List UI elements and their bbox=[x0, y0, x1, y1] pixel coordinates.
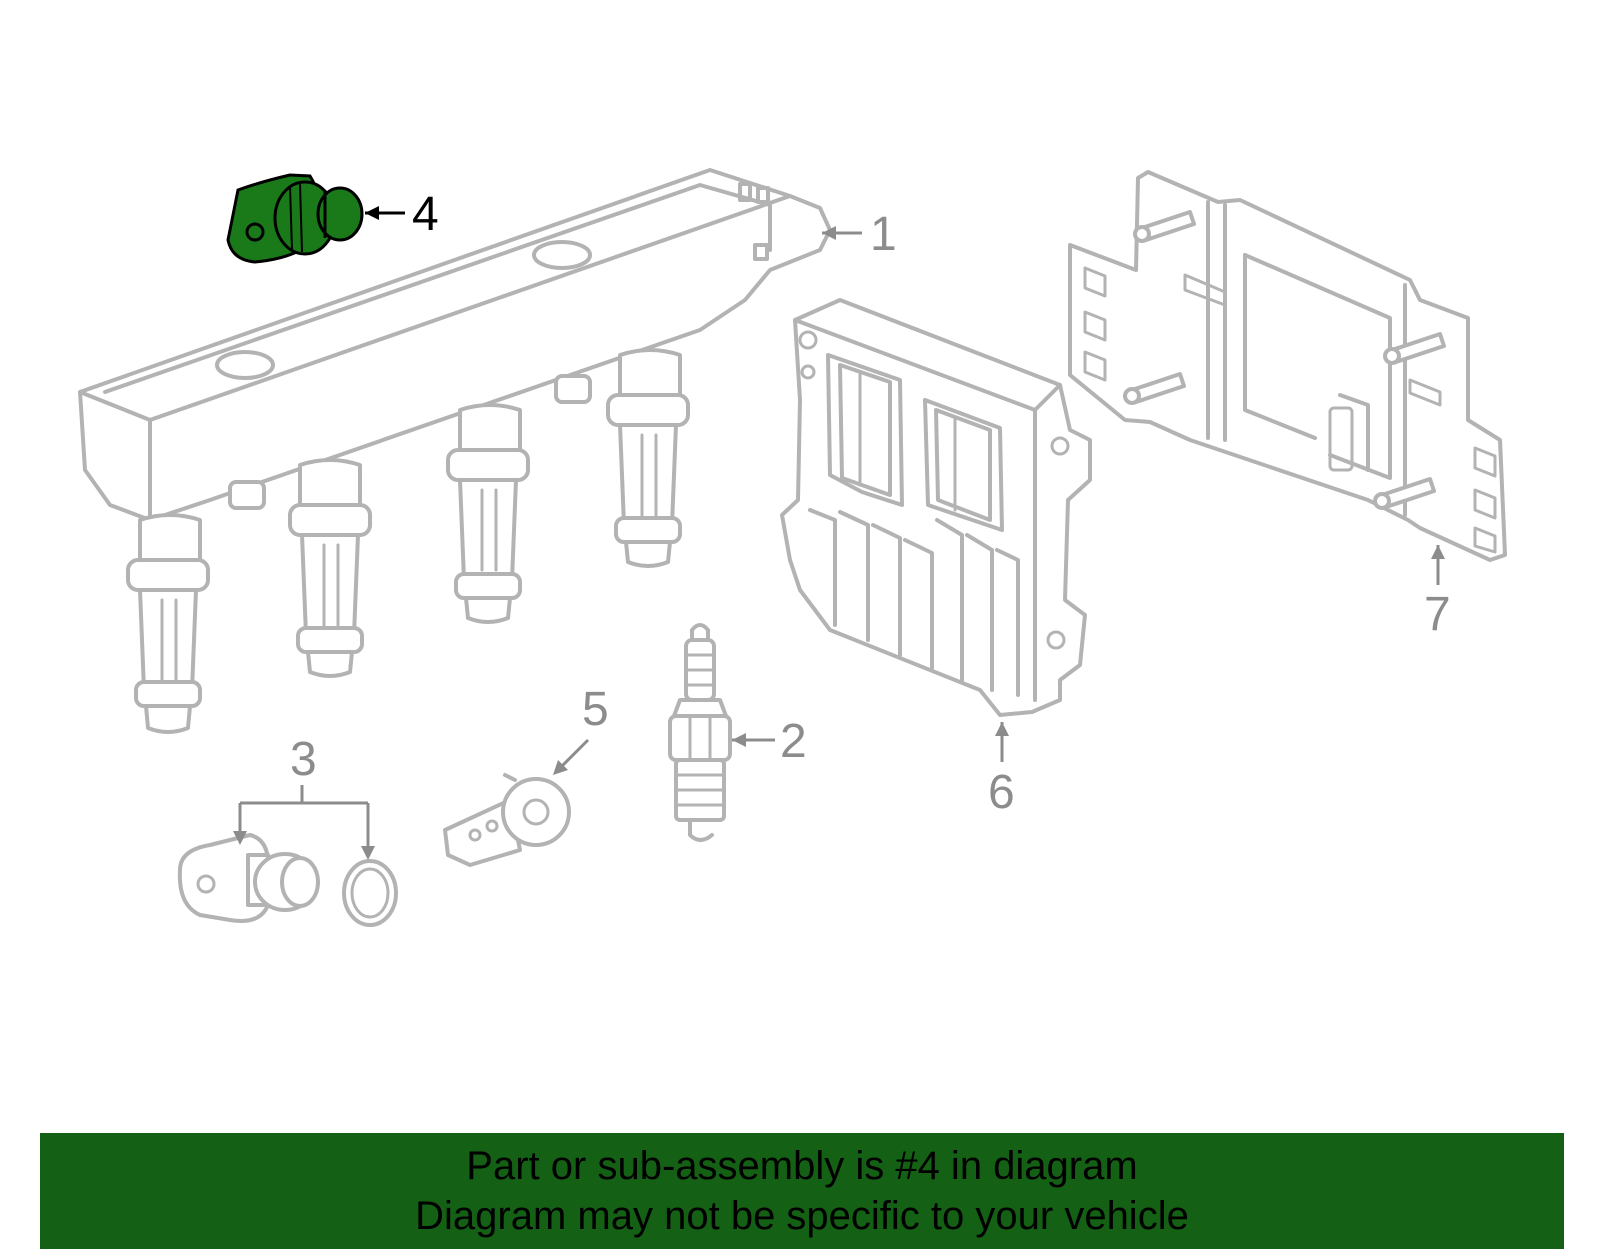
callout-6: 6 bbox=[988, 722, 1015, 819]
crankshaft-sensor-with-seal[interactable] bbox=[177, 833, 398, 927]
coil-boot-3 bbox=[446, 403, 530, 624]
banner-line-2: Diagram may not be specific to your vehi… bbox=[415, 1194, 1189, 1238]
info-banner: Part or sub-assembly is #4 in diagram Di… bbox=[40, 1133, 1564, 1249]
callout-label-3: 3 bbox=[290, 733, 317, 786]
callout-label-4: 4 bbox=[412, 188, 439, 241]
heat-sink-fins bbox=[808, 508, 1020, 697]
callout-7: 7 bbox=[1424, 545, 1451, 641]
callout-2: 2 bbox=[732, 715, 807, 768]
banner-line-1: Part or sub-assembly is #4 in diagram bbox=[466, 1144, 1138, 1188]
callout-label-2: 2 bbox=[780, 715, 807, 768]
knock-sensor[interactable] bbox=[443, 773, 571, 867]
ecm-mounting-bracket[interactable] bbox=[1068, 170, 1507, 562]
callout-1: 1 bbox=[822, 208, 897, 261]
coil-boot-2 bbox=[288, 458, 372, 678]
callout-3: 3 bbox=[233, 733, 375, 860]
coil-boot-4 bbox=[606, 348, 690, 568]
ignition-coil-assembly[interactable] bbox=[78, 168, 832, 734]
coil-boot-1 bbox=[126, 513, 210, 734]
engine-control-module[interactable] bbox=[780, 298, 1092, 717]
callout-5: 5 bbox=[553, 683, 609, 775]
spark-plug[interactable] bbox=[668, 623, 732, 842]
callout-label-7: 7 bbox=[1424, 588, 1451, 641]
callout-label-5: 5 bbox=[582, 683, 609, 736]
callout-label-1: 1 bbox=[870, 208, 897, 261]
callout-4: 4 bbox=[365, 188, 439, 241]
camshaft-position-sensor[interactable] bbox=[226, 173, 364, 264]
callout-label-6: 6 bbox=[988, 766, 1015, 819]
